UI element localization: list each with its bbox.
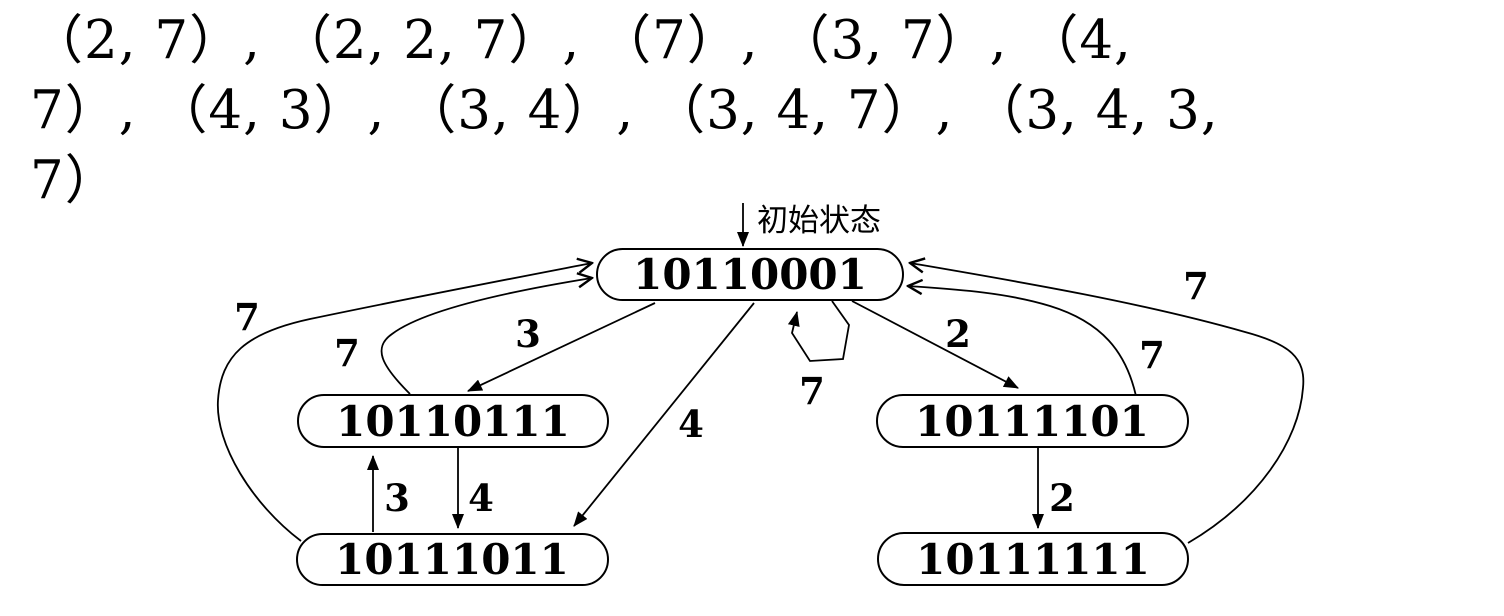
state-node-label: 10110111 (336, 397, 570, 446)
edge-label-s1-s0: 7 (334, 331, 360, 375)
edge-label-s3-s0: 7 (1139, 333, 1165, 377)
edge-s1-s0 (380, 278, 592, 395)
sequence-line-2: 7）, （4, 3）, （3, 4）, （3, 4, 7）, （3, 4, 3, (30, 80, 1219, 141)
edge-s0-s3 (851, 300, 1019, 389)
state-node-label: 10111111 (916, 535, 1150, 584)
state-node-10110001: 10110001 (596, 248, 904, 301)
edge-label-s0-self: 7 (799, 369, 825, 413)
state-node-10111011: 10111011 (296, 533, 609, 586)
state-node-outline (596, 248, 904, 301)
edge-s4-s0 (910, 263, 1305, 544)
edge-label-s4-s0: 7 (1183, 264, 1209, 308)
edge-label-s0-s3: 2 (945, 312, 971, 356)
state-node-outline (297, 394, 609, 448)
edge-s0-s2 (573, 302, 755, 527)
state-node-10110111: 10110111 (297, 394, 609, 448)
state-node-label: 10110001 (633, 250, 867, 299)
edge-s2-s0 (217, 263, 592, 542)
sequence-line-1: （2, 7）, （2, 2, 7）, （7）, （3, 7）, （4, (30, 10, 1132, 71)
edge-label-s0-s1: 3 (515, 312, 541, 356)
edge-label-s2-s1: 3 (384, 476, 410, 520)
edge-label-s1-s2: 4 (468, 476, 494, 520)
edge-s3-s0 (908, 286, 1137, 397)
edge-s0-s1 (467, 302, 656, 392)
sequence-line-3: 7） (30, 150, 119, 211)
state-node-label: 10111101 (915, 397, 1149, 446)
state-node-outline (877, 532, 1189, 586)
state-node-outline (296, 533, 609, 586)
state-node-10111101: 10111101 (876, 394, 1189, 448)
edge-label-s3-s4: 2 (1049, 476, 1075, 520)
sequence-text: （2, 7）, （2, 2, 7）, （7）, （3, 7）, （4, 7）, … (30, 6, 1219, 216)
initial-state-label: 初始状态 (757, 203, 881, 239)
edge-label-s2-s0: 7 (234, 295, 260, 339)
edge-label-s0-s2: 4 (678, 402, 704, 446)
state-node-label: 10111011 (335, 535, 569, 584)
edge-s0-self-loop (787, 300, 850, 362)
state-node-10111111: 10111111 (877, 532, 1189, 586)
state-node-outline (876, 394, 1189, 448)
